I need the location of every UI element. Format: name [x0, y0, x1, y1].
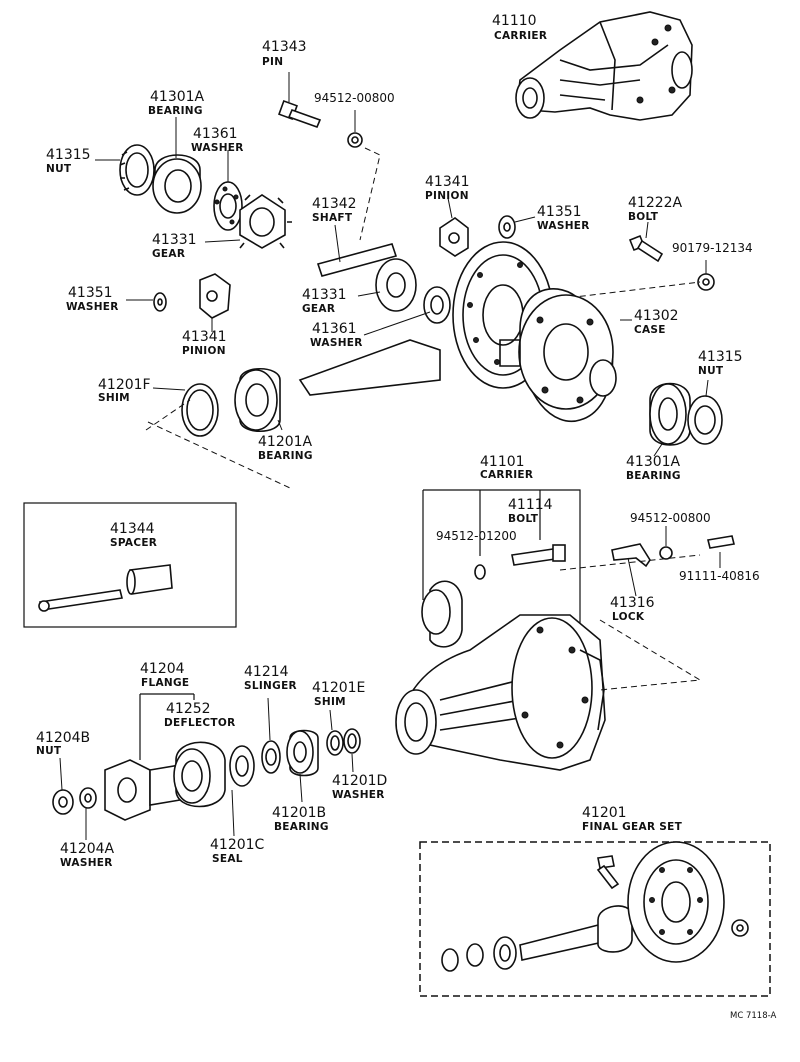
- part-41344-number: 41344: [110, 521, 155, 537]
- part-41222A-number: 41222A: [628, 195, 683, 211]
- part-41361-top-number: 41361: [193, 126, 238, 142]
- part-41222A-name: BOLT: [628, 211, 659, 223]
- part-41110-number: 41110: [492, 13, 537, 29]
- pinion-shim-and-bearing-drawing: [147, 368, 291, 489]
- part-41201E-name: SHIM: [314, 696, 346, 708]
- part-41204-name: FLANGE: [141, 677, 190, 689]
- part-41114-name: BOLT: [508, 513, 539, 525]
- part-41316-name: LOCK: [612, 611, 645, 623]
- part-41201B-name: BEARING: [274, 821, 329, 833]
- part-41351-left-name: WASHER: [66, 301, 119, 313]
- part-41351-right-number: 41351: [537, 204, 582, 220]
- part-41302-name: CASE: [634, 324, 666, 336]
- part-94512-01200-number: 94512-01200: [436, 529, 517, 543]
- part-41341-bottom-number: 41341: [182, 329, 227, 345]
- part-41101-number: 41101: [480, 454, 525, 470]
- part-41204B-number: 41204B: [36, 730, 91, 746]
- part-41201F-name: SHIM: [98, 392, 130, 404]
- part-41201D-name: WASHER: [332, 789, 385, 801]
- part-41343-number: 41343: [262, 39, 307, 55]
- part-41316-number: 41316: [610, 595, 655, 611]
- washer-94512-top-drawing: [347, 110, 381, 241]
- part-41361-center-name: WASHER: [310, 337, 363, 349]
- left-bearing-stack-drawing: [95, 117, 292, 249]
- part-41315-right-name: NUT: [698, 365, 724, 377]
- part-41331-left-number: 41331: [152, 232, 197, 248]
- part-41201C-name: SEAL: [212, 853, 243, 865]
- part-41301A-left-name: BEARING: [148, 105, 203, 117]
- part-94512-00800-top-number: 94512-00800: [314, 91, 395, 105]
- part-41201B-number: 41201B: [272, 805, 327, 821]
- part-41201-name: FINAL GEAR SET: [582, 821, 683, 833]
- differential-case-assembly-drawing: [298, 241, 632, 423]
- part-41201A-name: BEARING: [258, 450, 313, 462]
- part-41204-number: 41204: [140, 661, 185, 677]
- part-41252-name: DEFLECTOR: [164, 717, 236, 729]
- part-41201E-number: 41201E: [312, 680, 366, 696]
- left-washer-pinion-drawing: [126, 273, 231, 332]
- part-41214-name: SLINGER: [244, 680, 297, 692]
- part-41344-name: SPACER: [110, 537, 158, 549]
- part-41101-name: CARRIER: [480, 469, 534, 481]
- part-41252-number: 41252: [166, 701, 211, 717]
- part-41204A-name: WASHER: [60, 857, 113, 869]
- part-41110-name: CARRIER: [494, 30, 548, 42]
- part-41342-number: 41342: [312, 196, 357, 212]
- part-90179-12134-number: 90179-12134: [672, 241, 753, 255]
- carrier-41101-group-drawing: [395, 489, 735, 771]
- part-41201-number: 41201: [582, 805, 627, 821]
- part-41204A-number: 41204A: [60, 841, 115, 857]
- differential-shaft-drawing: [316, 224, 398, 277]
- part-41361-top-name: WASHER: [191, 142, 244, 154]
- reference-code: MC 7118-A: [730, 1011, 777, 1021]
- part-41315-left-number: 41315: [46, 147, 91, 163]
- part-41341-bottom-name: PINION: [182, 345, 226, 357]
- part-41341-top-name: PINION: [425, 190, 469, 202]
- part-41201F-number: 41201F: [98, 377, 151, 393]
- part-41351-right-name: WASHER: [537, 220, 590, 232]
- part-41315-right-number: 41315: [698, 349, 743, 365]
- part-41201D-number: 41201D: [332, 773, 388, 789]
- spacer-inset-box: [23, 502, 237, 628]
- part-41214-number: 41214: [244, 664, 289, 680]
- part-41331-left-name: GEAR: [152, 248, 186, 260]
- part-41301A-right-number: 41301A: [626, 454, 681, 470]
- part-41351-left-number: 41351: [68, 285, 113, 301]
- top-pinion-washer-drawing: [439, 197, 536, 257]
- part-94512-00800-right-number: 94512-00800: [630, 511, 711, 525]
- part-41343-name: PIN: [262, 56, 284, 68]
- part-41301A-right-name: BEARING: [626, 470, 681, 482]
- part-41201C-number: 41201C: [210, 837, 265, 853]
- part-41342-name: SHAFT: [312, 212, 353, 224]
- part-41201A-number: 41201A: [258, 434, 313, 450]
- part-41361-center-number: 41361: [312, 321, 357, 337]
- right-bearing-nut-drawing: [649, 379, 723, 457]
- pin-drawing: [278, 72, 322, 129]
- part-41114-number: 41114: [508, 497, 553, 513]
- case-bolt-and-nut-drawing: [549, 221, 715, 301]
- part-41204B-name: NUT: [36, 745, 62, 757]
- part-41331-center-number: 41331: [302, 287, 347, 303]
- part-41331-center-name: GEAR: [302, 303, 336, 315]
- final-gear-set-box: [419, 841, 771, 997]
- part-41301A-left-number: 41301A: [150, 89, 205, 105]
- part-91111-40816-number: 91111-40816: [679, 569, 760, 583]
- part-41315-left-name: NUT: [46, 163, 72, 175]
- carrier-housing-top-drawing: [515, 11, 693, 121]
- part-41341-top-number: 41341: [425, 174, 470, 190]
- part-41302-number: 41302: [634, 308, 679, 324]
- pinion-flange-group-drawing: [52, 693, 361, 840]
